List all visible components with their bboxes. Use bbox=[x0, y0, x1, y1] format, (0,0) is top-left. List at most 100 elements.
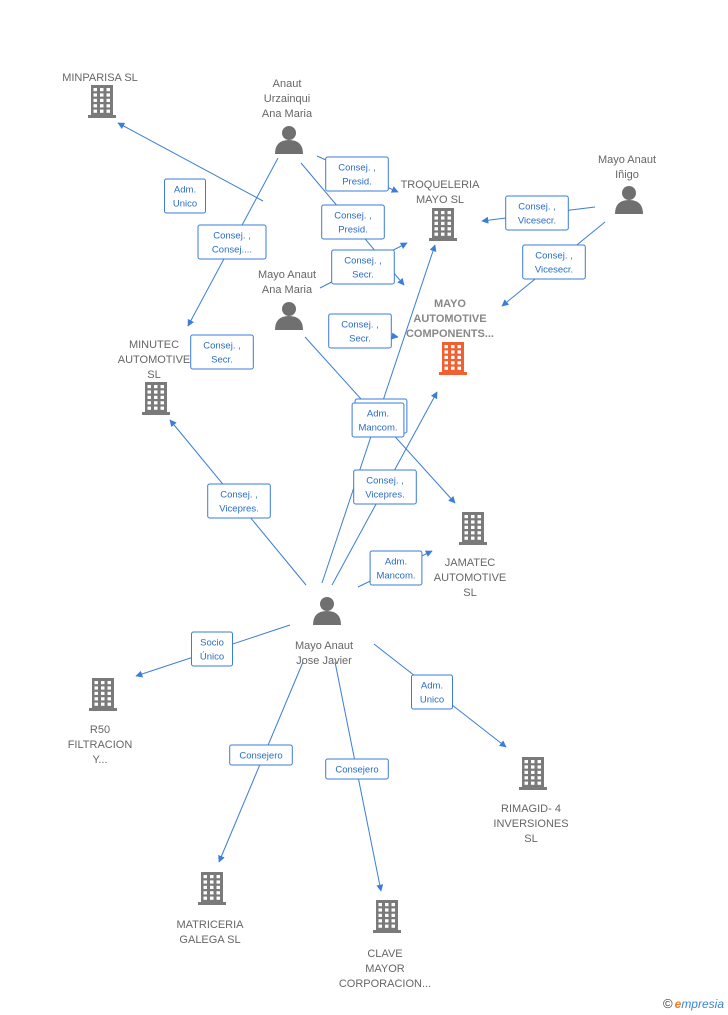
node-mayo_automotive[interactable]: MAYOAUTOMOTIVECOMPONENTS... bbox=[406, 298, 494, 375]
node-label: CLAVE bbox=[367, 948, 402, 960]
node-label: JAMATEC bbox=[445, 557, 496, 569]
role-label[interactable]: Consejero bbox=[229, 744, 293, 766]
role-label-text: Presid. bbox=[338, 225, 368, 236]
role-label-text: Adm. bbox=[421, 681, 443, 692]
role-label[interactable]: Consej. ,Vicesecr. bbox=[522, 244, 586, 280]
role-label[interactable]: Consej. ,Vicepres. bbox=[207, 483, 271, 519]
role-label[interactable]: Consej. ,Secr. bbox=[331, 249, 395, 285]
role-label-box bbox=[229, 744, 293, 766]
role-label[interactable]: Consej. ,Presid. bbox=[325, 156, 389, 192]
node-minparisa[interactable]: MINPARISA SL bbox=[62, 72, 138, 118]
role-label-box bbox=[353, 469, 417, 505]
node-label: TROQUELERIA bbox=[401, 179, 481, 191]
role-label-text: Adm. bbox=[174, 185, 196, 196]
node-clave[interactable]: CLAVE MAYOR CORPORACION... bbox=[339, 900, 431, 990]
role-label[interactable]: Adm.Unico bbox=[164, 178, 206, 214]
node-label: FILTRACION bbox=[68, 739, 133, 751]
empresia-watermark[interactable]: ©empresia bbox=[663, 996, 724, 1011]
role-label-text: Consej. , bbox=[535, 251, 573, 262]
node-label: SL bbox=[463, 587, 476, 599]
person-icon bbox=[275, 126, 303, 154]
role-label-box bbox=[325, 156, 389, 192]
building-icon bbox=[142, 382, 170, 415]
role-label-box bbox=[164, 178, 206, 214]
building-icon bbox=[198, 872, 226, 905]
role-label-text: Consej. , bbox=[338, 163, 376, 174]
node-label: Y... bbox=[92, 754, 107, 766]
role-label-text: Consejero bbox=[335, 765, 378, 776]
role-label-box bbox=[369, 550, 423, 586]
node-label: Mayo Anaut bbox=[295, 640, 353, 652]
node-label: MINUTEC bbox=[129, 339, 179, 351]
node-label: INVERSIONES bbox=[493, 818, 568, 830]
role-label[interactable]: Consej. ,Vicepres. bbox=[353, 469, 417, 505]
node-label: Ana Maria bbox=[262, 284, 313, 296]
node-jamatec[interactable]: JAMATEC AUTOMOTIVE SL bbox=[434, 512, 507, 599]
node-label: MAYO bbox=[434, 298, 466, 310]
role-label-text: Mancom. bbox=[358, 423, 397, 434]
role-label-text: Consej. , bbox=[366, 476, 404, 487]
person-icon bbox=[313, 597, 341, 625]
building-icon bbox=[373, 900, 401, 933]
node-label: SL bbox=[524, 833, 537, 845]
role-label[interactable]: Adm.Mancom. bbox=[369, 550, 423, 586]
node-label: MINPARISA SL bbox=[62, 72, 138, 84]
copyright-icon: © bbox=[663, 996, 673, 1011]
person-icon bbox=[275, 302, 303, 330]
role-label[interactable]: Consej. , Secr. bbox=[190, 334, 254, 370]
node-label: GALEGA SL bbox=[179, 934, 240, 946]
role-label-text: Unico bbox=[420, 695, 444, 706]
role-label-text: Consej. , bbox=[203, 341, 241, 352]
role-label-text: Único bbox=[200, 652, 224, 663]
role-label-text: Vicepres. bbox=[219, 504, 258, 515]
role-label-text: Socio bbox=[200, 638, 224, 649]
role-label[interactable]: Consej. ,Consej.... bbox=[197, 224, 267, 260]
node-r50[interactable]: R50FILTRACIONY... bbox=[68, 678, 133, 766]
node-label: Ana Maria bbox=[262, 108, 313, 120]
node-label: Anaut bbox=[273, 78, 302, 90]
role-label-text: Consej. , bbox=[334, 211, 372, 222]
role-label[interactable]: Adm. Unico bbox=[411, 674, 453, 710]
role-label-box bbox=[325, 758, 389, 780]
role-label[interactable]: Consej. ,Secr. bbox=[328, 313, 392, 349]
role-label[interactable]: Adm. Mancom. bbox=[351, 402, 405, 438]
node-label: Urzainqui bbox=[264, 93, 310, 105]
role-label-text: Consej.... bbox=[212, 245, 252, 256]
role-label-text: Consej. , bbox=[341, 320, 379, 331]
node-label: MAYOR bbox=[365, 963, 405, 975]
role-label[interactable]: Consej. , Presid. bbox=[321, 204, 385, 240]
node-rimagid[interactable]: RIMAGID- 4 INVERSIONES SL bbox=[493, 757, 569, 845]
role-label-box bbox=[522, 244, 586, 280]
node-label: CORPORACION... bbox=[339, 978, 431, 990]
role-label-box bbox=[321, 204, 385, 240]
node-label: AUTOMOTIVE bbox=[434, 572, 507, 584]
role-label-text: Mancom. bbox=[376, 571, 415, 582]
node-label: Jose Javier bbox=[296, 655, 352, 667]
role-label-text: Consej. , bbox=[518, 202, 556, 213]
node-label: COMPONENTS... bbox=[406, 328, 494, 340]
role-label-text: Secr. bbox=[211, 355, 233, 366]
building-icon bbox=[88, 85, 116, 118]
role-label-text: Consejero bbox=[239, 751, 282, 762]
role-label-text: Vicesecr. bbox=[518, 216, 556, 227]
role-label-box bbox=[207, 483, 271, 519]
role-label[interactable]: Consej. , Vicesecr. bbox=[505, 195, 569, 231]
brand-initial: e bbox=[674, 997, 682, 1011]
node-label: RIMAGID- 4 bbox=[501, 803, 561, 815]
node-label: Mayo Anaut bbox=[598, 154, 656, 166]
node-label: SL bbox=[147, 369, 160, 381]
role-label[interactable]: Consejero bbox=[325, 758, 389, 780]
role-label-text: Adm. bbox=[367, 409, 389, 420]
building-icon bbox=[429, 208, 457, 241]
node-label: Mayo Anaut bbox=[258, 269, 316, 281]
building-icon-focus bbox=[439, 342, 467, 375]
